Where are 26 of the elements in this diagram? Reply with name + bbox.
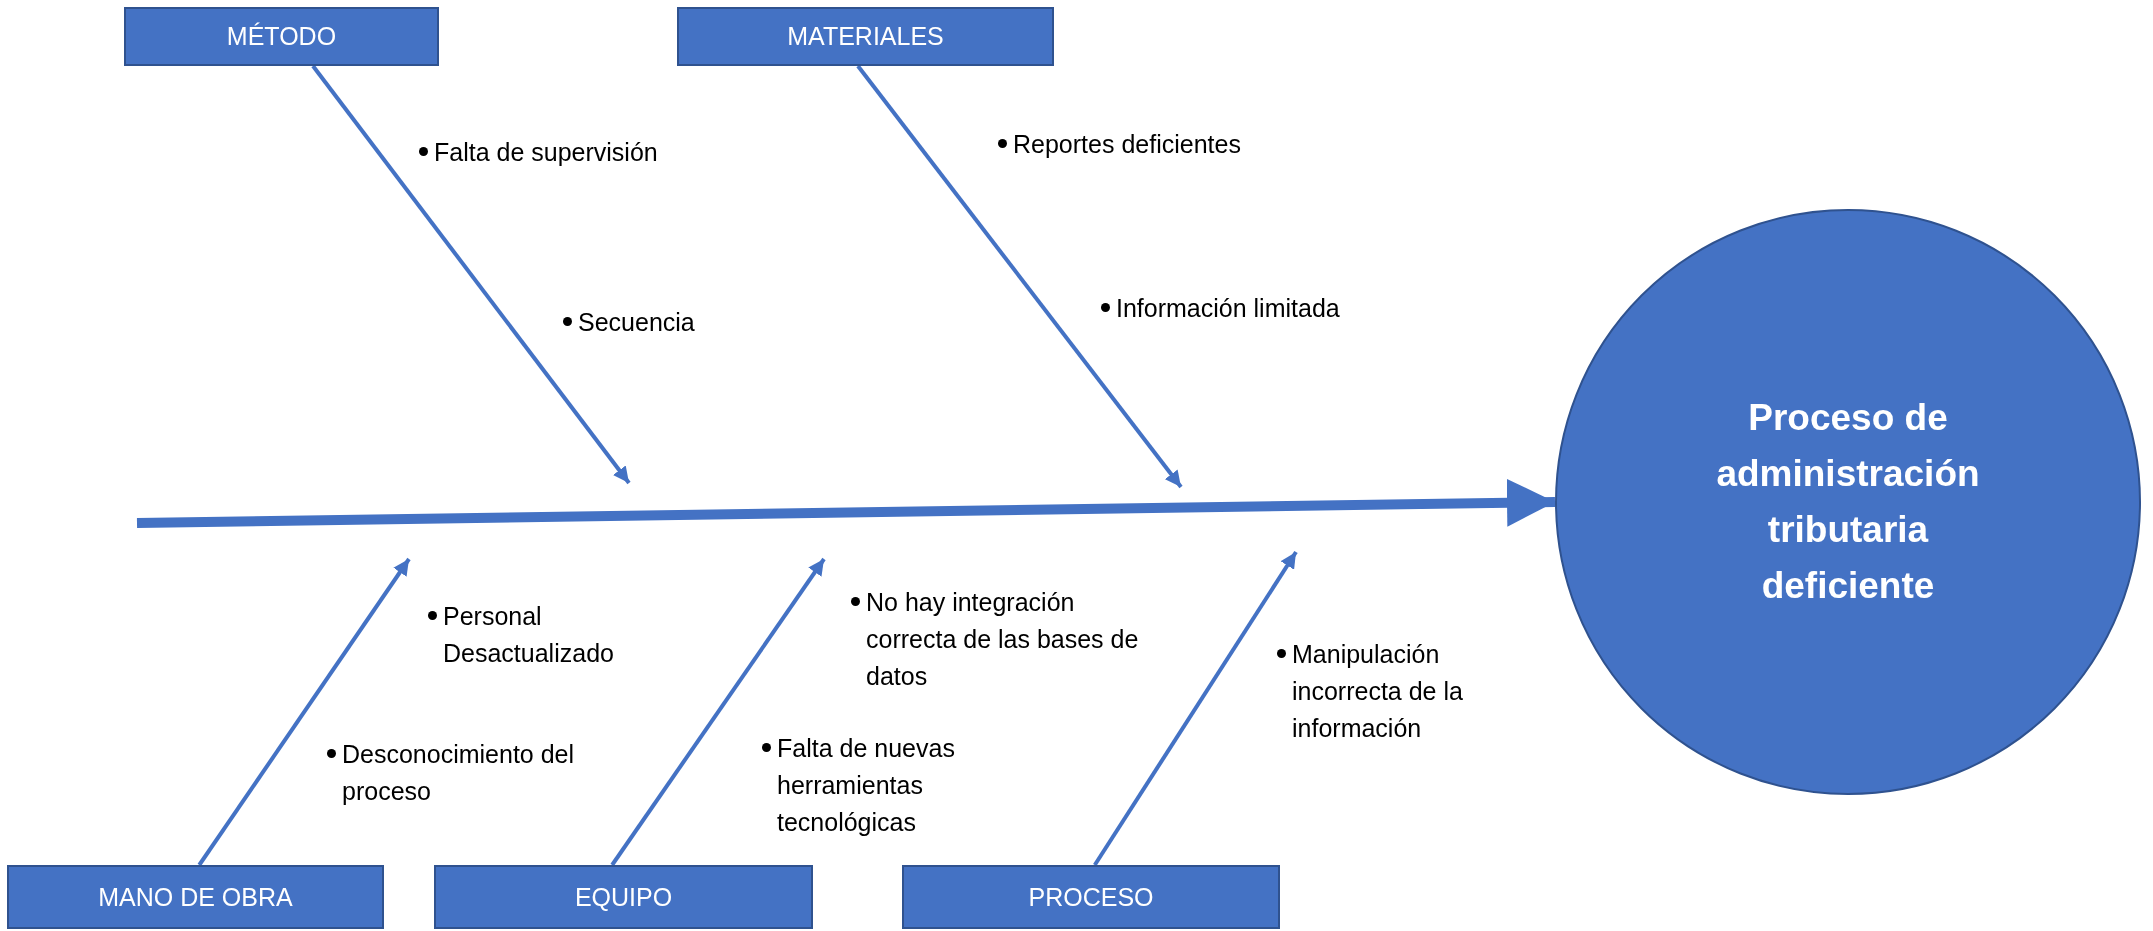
cause-box <box>7 865 384 929</box>
arrow <box>197 557 411 867</box>
category-label: MÉTODO <box>226 22 337 51</box>
arrow <box>1093 550 1298 867</box>
category-label: EQUIPO <box>574 882 673 912</box>
cause-text: No hay integración correcta de las bases de datos <box>866 587 1140 692</box>
category-label: PROCESO <box>1028 882 1154 912</box>
arrow <box>311 64 631 485</box>
category-label: MATERIALES <box>787 22 944 51</box>
cause-text: Desconocimiento del proceso <box>342 739 576 807</box>
cause-box <box>677 7 1054 66</box>
cause-text: Secuencia <box>578 307 695 338</box>
cause-text: Personal Desactualizado <box>443 601 615 669</box>
cause-text: Manipulación incorrecta de la información <box>1292 639 1464 744</box>
cause-box <box>124 7 439 66</box>
cause-text: Reportes deficientes <box>1013 129 1241 160</box>
cause-text: Falta de nuevas herramientas tecnológicas <box>777 733 956 838</box>
arrow <box>610 557 826 867</box>
cause-box <box>902 865 1280 929</box>
cause-text: Información limitada <box>1116 293 1340 324</box>
category-label: MANO DE OBRA <box>98 882 293 912</box>
cause-text: Falta de supervisión <box>434 137 658 168</box>
spine-arrow <box>136 478 1556 528</box>
arrow <box>856 64 1183 489</box>
cause-box <box>434 865 813 929</box>
effect-text: Proceso de administración tributaria deficiente <box>1715 396 1981 608</box>
